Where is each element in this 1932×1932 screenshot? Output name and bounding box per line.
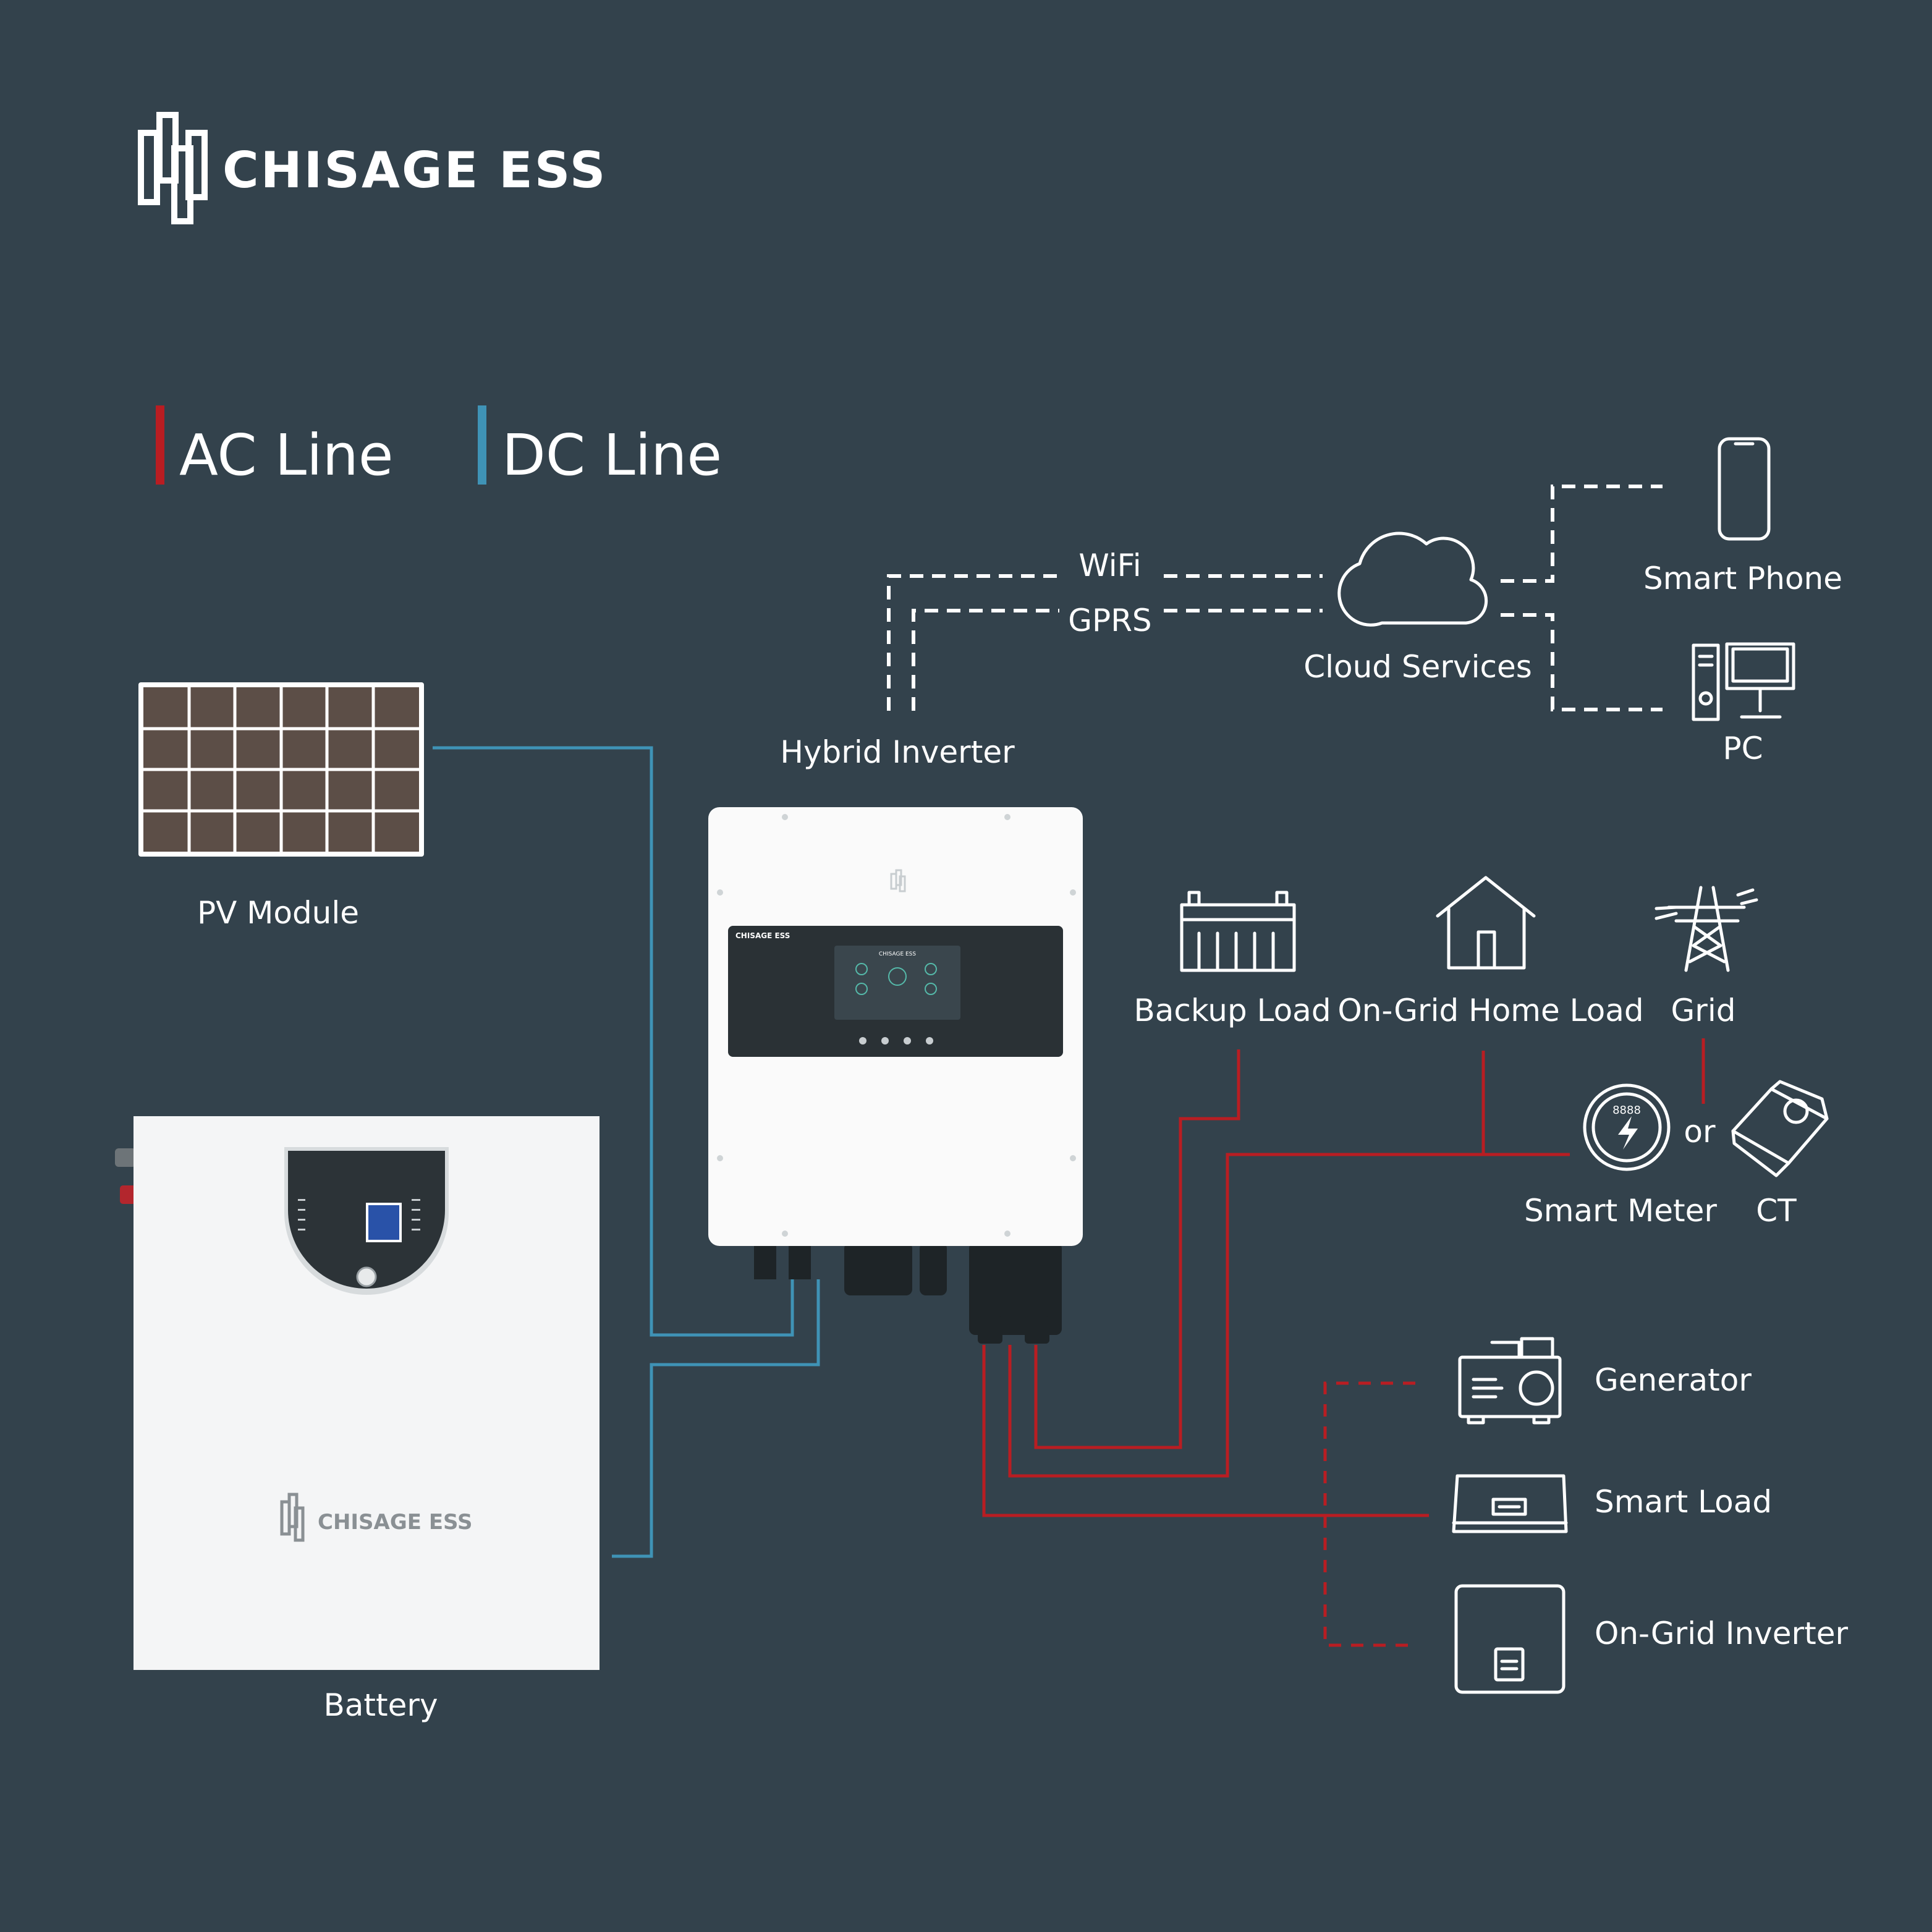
brand-name: CHISAGE ESS	[222, 142, 607, 199]
phone-label: Smart Phone	[1643, 561, 1842, 596]
backup-load-icon	[1180, 891, 1296, 972]
pc-link-line	[1501, 613, 1663, 711]
backup-load-label: Backup Load	[1133, 993, 1331, 1028]
gprs-line-left	[912, 609, 1059, 711]
meter-display: 8888	[1612, 1104, 1641, 1117]
comm-lines	[887, 485, 1663, 711]
ac-lines	[982, 1038, 1705, 1647]
ongrid-inverter-label: On-Grid Inverter	[1595, 1616, 1848, 1651]
hybrid-inverter: CHISAGE ESS CHISAGE ESS	[708, 807, 1083, 1344]
pc-label: PC	[1722, 731, 1763, 766]
meter-label: Smart Meter	[1524, 1193, 1717, 1229]
phone-link-line	[1501, 485, 1663, 583]
home-icon	[1436, 876, 1536, 970]
legend: AC Line DC Line	[156, 405, 722, 488]
gprs-label: GPRS	[1068, 603, 1151, 638]
ac-legend-label: AC Line	[179, 422, 394, 488]
grid-label: Grid	[1671, 993, 1736, 1028]
ct-label: CT	[1756, 1193, 1797, 1229]
smart-load-icon	[1452, 1474, 1568, 1533]
brand-logo: CHISAGE ESS	[138, 112, 607, 224]
cloud-icon	[1337, 532, 1488, 627]
generator-icon	[1458, 1337, 1562, 1425]
smart-meter-icon	[1583, 1083, 1671, 1171]
cloud-label: Cloud Services	[1303, 649, 1532, 685]
battery: CHISAGE ESS	[115, 1116, 600, 1670]
or-label: or	[1684, 1114, 1716, 1150]
pv-dc-line	[433, 746, 794, 1337]
smartphone-icon	[1718, 437, 1771, 541]
meter-ac-line	[1008, 1153, 1570, 1478]
pc-icon	[1692, 642, 1795, 721]
brand-mark-icon	[138, 112, 208, 224]
smart-load-label: Smart Load	[1595, 1484, 1772, 1520]
battery-label: Battery	[323, 1687, 438, 1723]
inverter-logo-icon	[890, 869, 906, 892]
wifi-label: WiFi	[1078, 548, 1141, 583]
ongrid-inverter-icon	[1454, 1584, 1566, 1694]
pv-label: PV Module	[197, 895, 359, 931]
dc-legend-swatch	[478, 405, 486, 485]
generator-label: Generator	[1595, 1362, 1752, 1398]
ac-legend-swatch	[156, 405, 164, 485]
dc-lines	[433, 746, 820, 1558]
battery-power-button	[356, 1266, 377, 1287]
inverter-label: Hybrid Inverter	[780, 734, 1015, 770]
inverter-screen-title: CHISAGE ESS	[879, 951, 917, 957]
dc-legend-label: DC Line	[502, 422, 722, 488]
aux-ac-line	[982, 1345, 1429, 1517]
battery-logo-icon	[280, 1493, 305, 1542]
aux-branch-dashed	[1323, 1381, 1415, 1647]
battery-display	[368, 1205, 399, 1240]
pv-module	[138, 682, 424, 857]
home-load-label: On-Grid Home Load	[1337, 993, 1643, 1028]
battery-dc-line	[612, 1279, 820, 1558]
backup-ac-line	[1034, 1049, 1240, 1449]
ct-clamp-icon	[1731, 1080, 1829, 1177]
battery-brand: CHISAGE ESS	[318, 1510, 473, 1535]
wifi-line-left	[887, 574, 1059, 711]
power-tower-icon	[1654, 886, 1758, 972]
inverter-panel-brand: CHISAGE ESS	[735, 931, 790, 940]
